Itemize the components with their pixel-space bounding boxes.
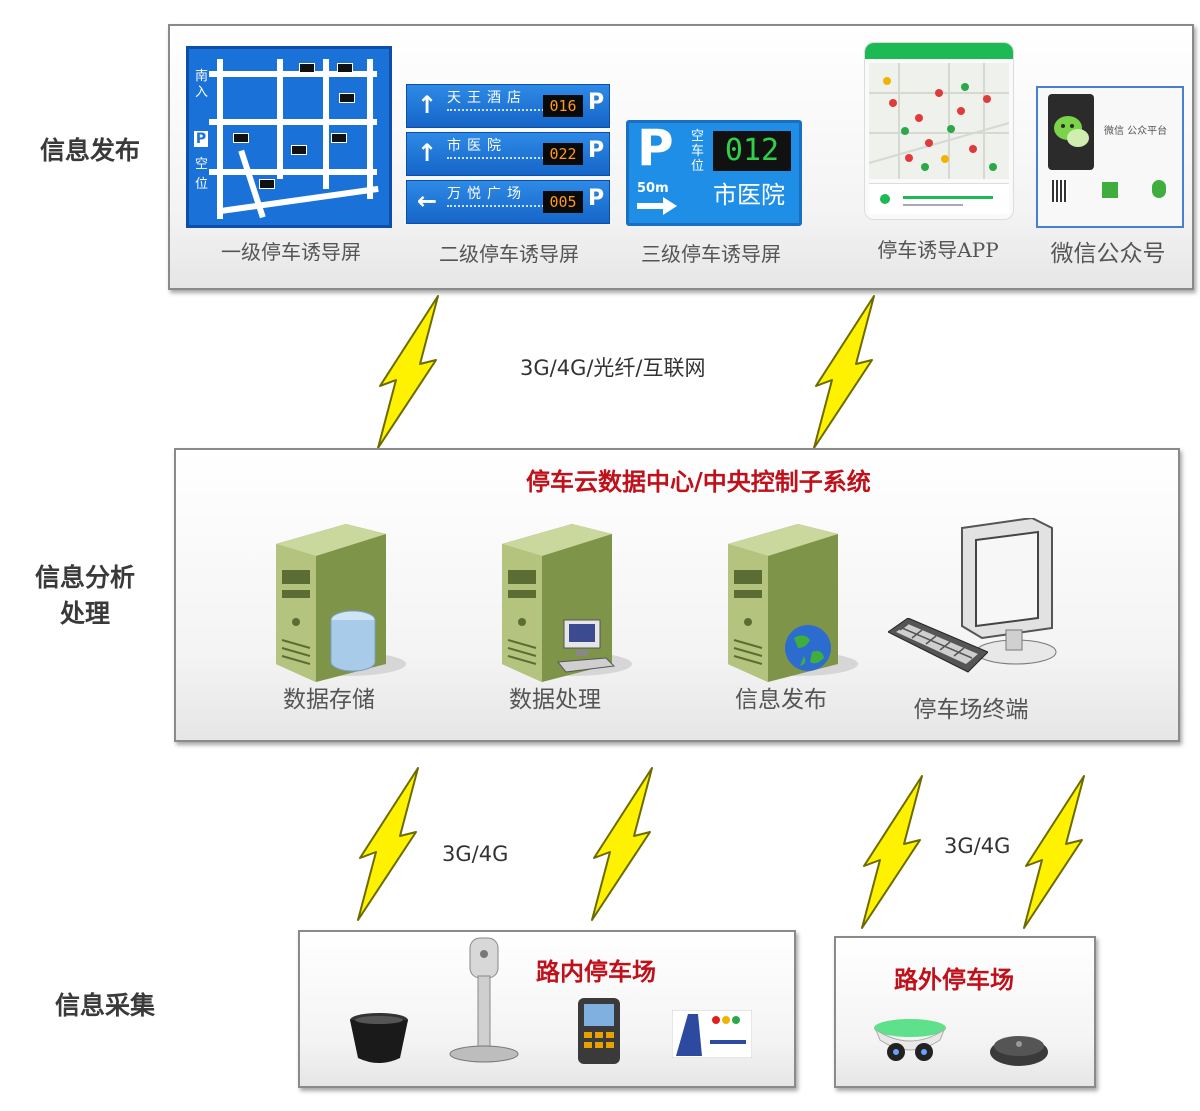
level2-row-parking: P <box>588 90 605 115</box>
qr-code-icon <box>1052 180 1068 202</box>
keyboard-icon <box>888 618 988 678</box>
layer-label-analysis: 信息分析 处理 <box>25 560 145 632</box>
node-label: 数据存储 <box>283 687 375 713</box>
level2-row-count: 005 <box>543 191 583 213</box>
level2-row-count: 016 <box>543 95 583 117</box>
lightning-icon <box>861 775 923 929</box>
geomagnetic-sensor-icon <box>988 1030 1050 1070</box>
level1-guidance-screen: 南入 P 空 位 <box>186 46 392 228</box>
level1-map-text-vacant2: 位 <box>195 177 209 192</box>
data-center-panel: 停车云数据中心/中央控制子系统 数据存储 数 <box>174 448 1180 742</box>
wechat-account-screenshot: 微信 公众平台 <box>1036 86 1184 228</box>
wechat-account-text: 微信 公众平台 <box>1104 126 1168 137</box>
level1-map-text-south: 南入 <box>195 69 209 100</box>
level2-row-name: 天王酒店 <box>447 90 527 106</box>
node-label: 信息发布 <box>735 687 827 713</box>
node-label: 数据处理 <box>509 687 601 713</box>
level2-guidance-screen: ↑ 天王酒店 016 P ↑ 市医院 022 P ← 万悦广场 005 P <box>406 84 610 228</box>
level1-map-text-vacant1: 空 <box>195 157 209 172</box>
level2-row-parking: P <box>588 138 605 163</box>
on-road-parking-panel: 路内停车场 <box>298 930 796 1088</box>
level3-count: 012 <box>713 131 791 171</box>
level3-guidance-screen: P 空 车 位 012 市医院 50m <box>626 119 802 226</box>
level2-row: ↑ 天王酒店 016 P <box>406 84 610 128</box>
location-pin-icon <box>1152 180 1166 198</box>
layer-label-analysis-line2: 处理 <box>59 599 110 628</box>
lightning-icon <box>591 767 653 921</box>
level3-vacant-char: 车 <box>691 144 705 159</box>
arrow-up-icon: ↑ <box>417 139 438 167</box>
level3-destination: 市医院 <box>713 181 785 209</box>
level1-caption: 一级停车诱导屏 <box>221 240 361 264</box>
level2-row-name: 万悦广场 <box>447 186 527 202</box>
wechat-logo-icon <box>1048 94 1094 170</box>
network-label-top: 3G/4G/光纤/互联网 <box>520 356 706 380</box>
node-label: 停车场终端 <box>913 697 1029 723</box>
level3-caption: 三级停车诱导屏 <box>641 242 781 266</box>
level2-row-parking: P <box>588 186 605 211</box>
parking-app-screenshot <box>864 42 1014 220</box>
level2-caption: 二级停车诱导屏 <box>439 242 579 266</box>
dome-camera-icon <box>872 1018 948 1072</box>
level2-row-count: 022 <box>543 143 583 165</box>
layer-label-publish: 信息发布 <box>39 136 140 165</box>
off-road-parking-panel: 路外停车场 <box>834 936 1096 1088</box>
on-road-parking-title: 路内停车场 <box>536 957 656 986</box>
level1-map-parking-sign: P <box>194 131 208 147</box>
database-icon <box>328 610 378 672</box>
level2-row: ↑ 市医院 022 P <box>406 132 610 176</box>
arrow-left-icon: ← <box>417 187 438 215</box>
computer-icon <box>556 618 616 674</box>
lightning-icon <box>813 295 875 449</box>
layer-label-analysis-line1: 信息分析 <box>34 563 135 592</box>
wechat-caption: 微信公众号 <box>1050 241 1166 267</box>
handheld-terminal-icon <box>572 996 626 1066</box>
parking-sign-card-icon <box>672 1010 752 1058</box>
ground-sensor-icon <box>348 1012 410 1068</box>
lightning-icon <box>1023 775 1085 929</box>
monitor-icon <box>952 518 1062 668</box>
publish-panel: 南入 P 空 位 一级停车诱导屏 ↑ 天王酒店 016 P ↑ 市医院 022 … <box>168 24 1194 290</box>
network-label-bottom-left: 3G/4G <box>442 842 509 866</box>
arrow-right-icon <box>637 197 677 215</box>
arrow-up-icon: ↑ <box>417 91 438 119</box>
level2-row-name: 市医院 <box>447 138 507 154</box>
layer-label-collect: 信息采集 <box>54 991 155 1020</box>
off-road-parking-title: 路外停车场 <box>894 965 1014 994</box>
level3-vacant-char: 位 <box>691 159 705 174</box>
lightning-icon <box>377 295 439 449</box>
level3-distance: 50m <box>637 181 669 196</box>
globe-icon <box>782 622 834 674</box>
level3-parking-sign: P <box>637 119 674 177</box>
data-center-title: 停车云数据中心/中央控制子系统 <box>526 467 871 496</box>
parking-meter-icon <box>444 936 520 1068</box>
level3-vacant-char: 空 <box>691 129 705 144</box>
lightning-icon <box>357 767 419 921</box>
network-label-bottom-right: 3G/4G <box>944 834 1011 858</box>
wechat-app-icon <box>1102 182 1118 198</box>
level2-row: ← 万悦广场 005 P <box>406 180 610 224</box>
app-caption: 停车诱导APP <box>877 238 999 262</box>
